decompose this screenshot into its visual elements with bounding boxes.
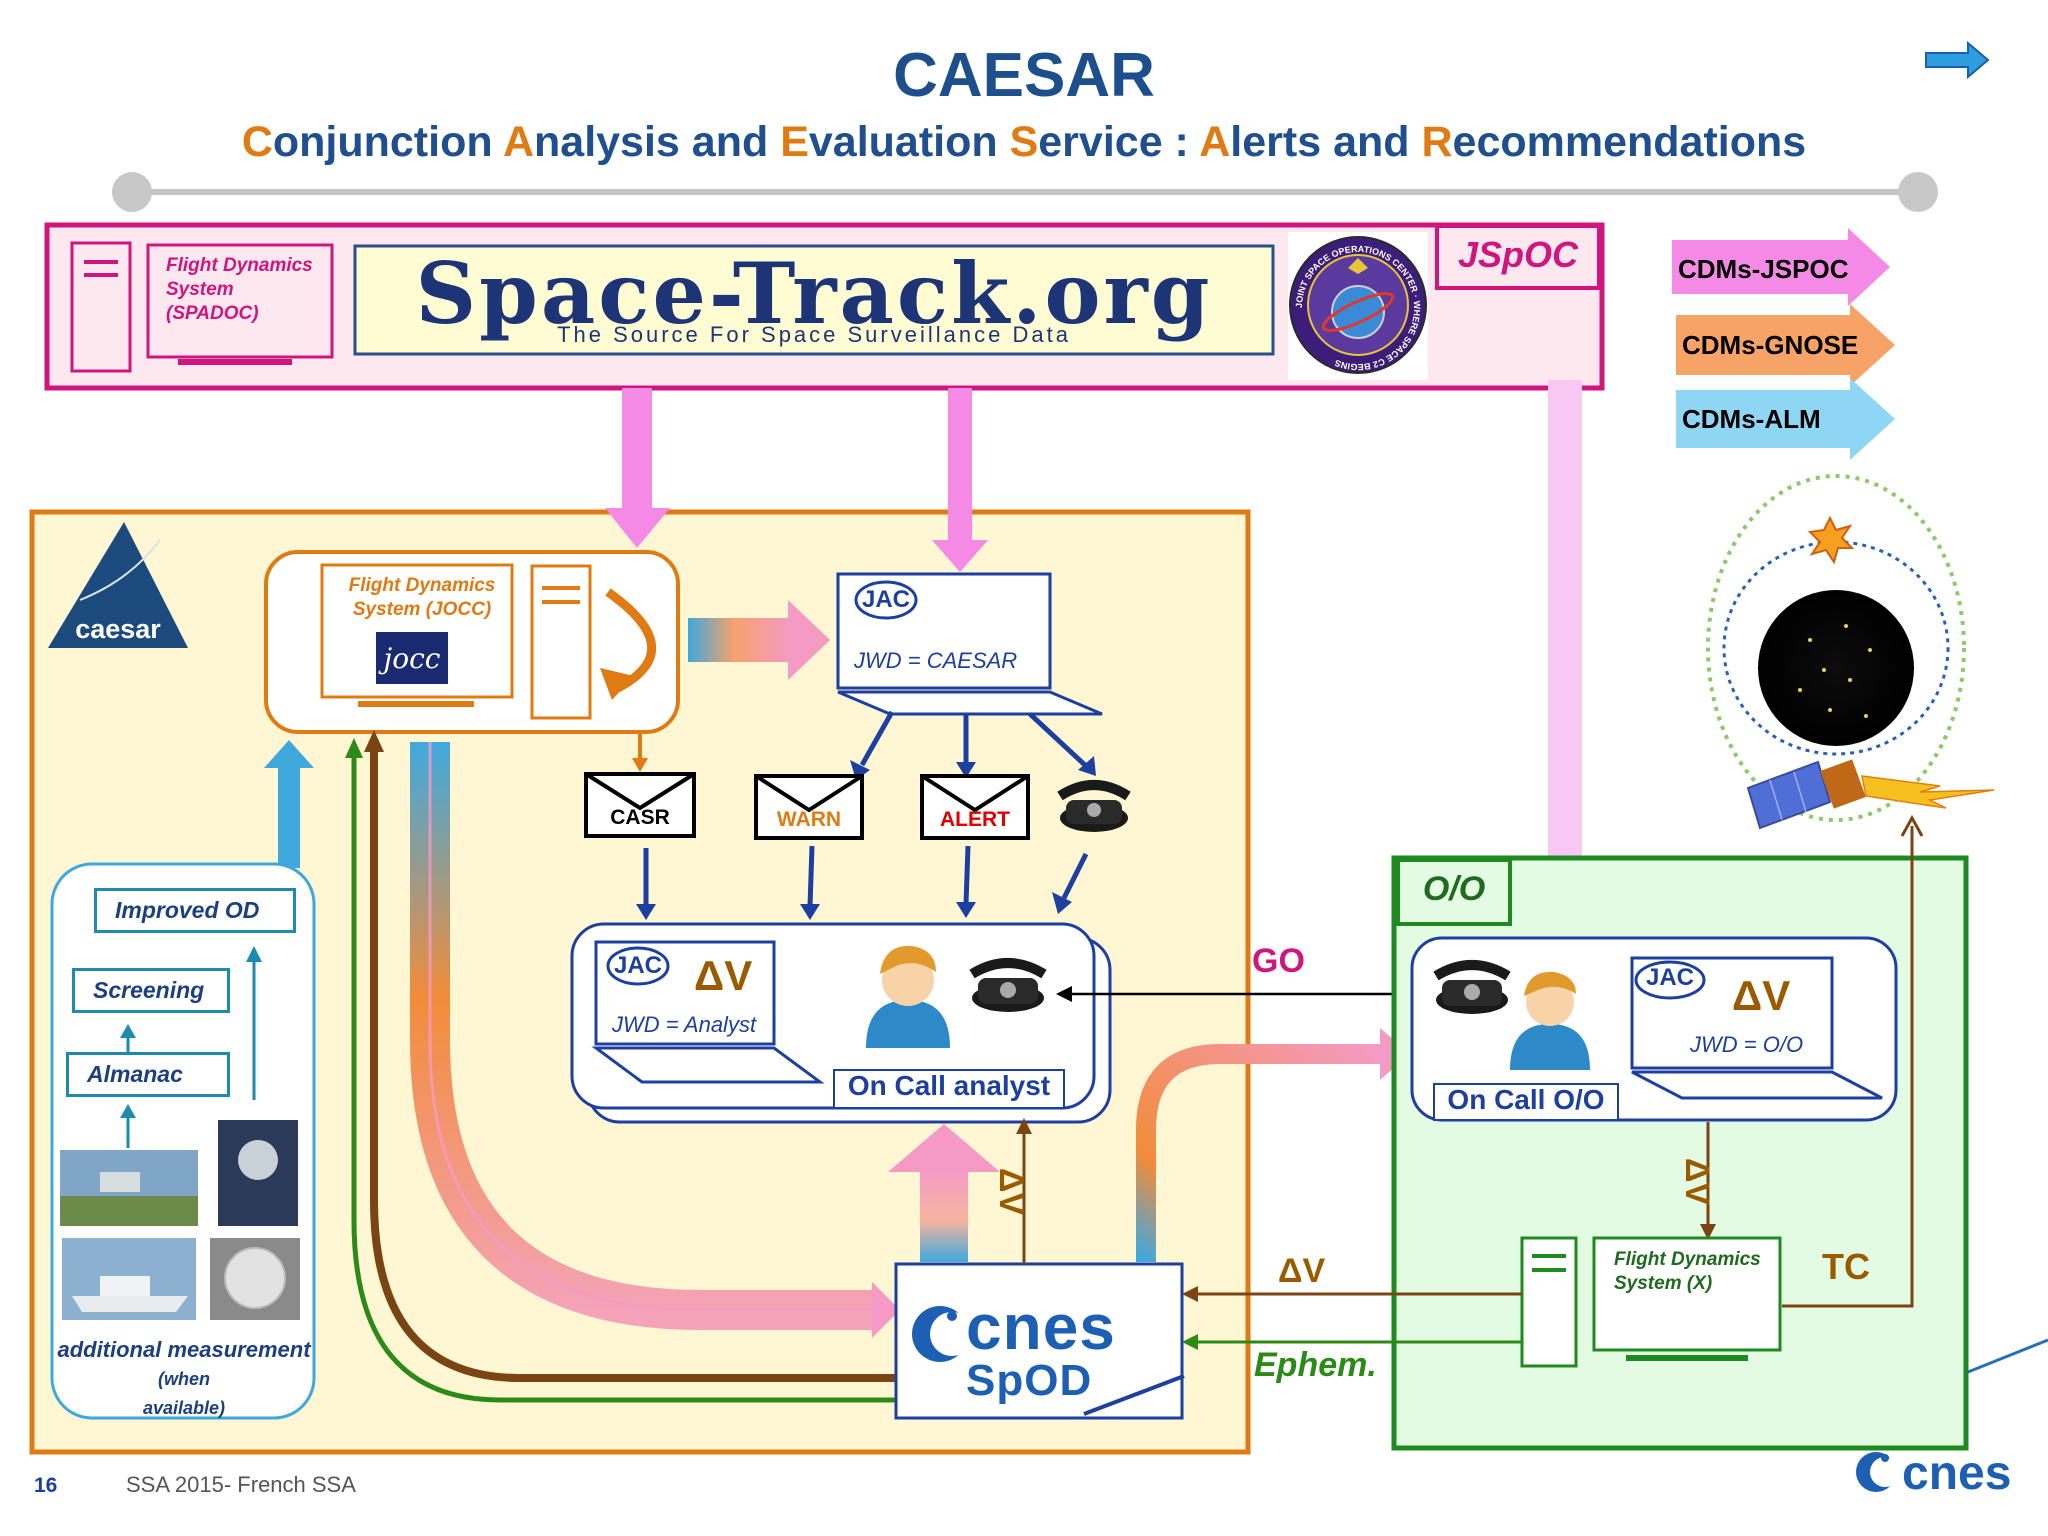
subtitle-initial: E [780, 118, 809, 166]
casr-envelope-icon [584, 772, 696, 838]
on-call-analyst-label-box [833, 1069, 1065, 1109]
oo-dv: ΔV [1732, 972, 1791, 1019]
subtitle-text: nalysis and [534, 118, 781, 166]
legend-label-gnose: CDMs-GNOSE [1682, 330, 1859, 360]
oo-label: O/O [1422, 870, 1486, 908]
space-track-tagline: The Source For Space Surveillance Data [557, 322, 1071, 347]
legend-arrow-gnose [1676, 304, 1895, 386]
page-number: 16 [34, 1474, 58, 1497]
fds-x-monitor-icon [1592, 1236, 1782, 1352]
measurement-caption-main: additional measurement [57, 1337, 311, 1362]
warn-envelope-icon [754, 774, 864, 840]
jocc-logo-text: jocc [383, 642, 441, 675]
jocc-server-icon [530, 564, 592, 720]
footer-cnes-logo-icon [1856, 1452, 1900, 1492]
legend-arrow-alm [1676, 378, 1895, 460]
tc-label: TC [1822, 1246, 1870, 1287]
jac-badge-oo [1634, 960, 1706, 1000]
dv-link-label: ΔV [1278, 1252, 1326, 1290]
analyst-dv: ΔV [694, 952, 753, 999]
step-almanac: Almanac [66, 1052, 230, 1097]
go-label: GO [1252, 942, 1305, 980]
subtitle-initial: C [241, 118, 273, 166]
additional-measurement-caption: additional measurement (when available) [56, 1336, 312, 1422]
seal-text-path: JOINT SPACE OPERATIONS CENTER · WHERE SP… [1294, 244, 1422, 372]
footer-text: SSA 2015- French SSA [126, 1472, 356, 1497]
spadoc-monitor-icon [146, 243, 334, 359]
cnes-spod-logo-icon [912, 1306, 974, 1362]
jac-top-caption: JWD = CAESAR [854, 648, 1018, 673]
debris-explosion-icon [1807, 515, 1855, 565]
oo-jac-caption: JWD = O/O [1690, 1032, 1804, 1057]
subtitle-initial: A [1199, 118, 1231, 166]
jspoc-label: JSpOC [1457, 234, 1579, 275]
oo-label-box [1396, 858, 1512, 926]
ephem-label: Ephem. [1254, 1346, 1377, 1384]
step-screening: Screening [72, 968, 230, 1013]
oo-dv-vertical: ΔV [1678, 1158, 1716, 1206]
jspoc-label-box [1435, 224, 1601, 290]
phone-icon-analyst [969, 958, 1047, 1012]
fds-x-label: Flight Dynamics System (X) [1614, 1249, 1761, 1294]
footer-cnes-wordmark: cnes [1902, 1447, 2012, 1500]
earth-orbit-illustration [1706, 474, 1995, 830]
jac-oo-badge: JAC [1645, 964, 1694, 991]
oo-person-icon [1510, 971, 1590, 1070]
warn-label: WARN [776, 808, 842, 831]
subtitle-text: valuation [808, 118, 1010, 166]
analyst-caption: JWD = Analyst [612, 1012, 757, 1037]
spadoc-server-icon [70, 241, 132, 373]
on-call-analyst-label: On Call analyst [847, 1070, 1051, 1101]
loop-arrow-icon [600, 668, 634, 700]
analyst-person-icon [866, 945, 950, 1048]
fds-x-server-icon [1520, 1236, 1578, 1368]
legend-arrow-jspoc [1672, 228, 1890, 306]
measurement-caption-available: available) [142, 1398, 226, 1418]
caesar-logo-text: caesar [75, 614, 161, 644]
subtitle-text: ervice : [1038, 118, 1200, 166]
on-call-oo-label: On Call O/O [1447, 1084, 1605, 1115]
jocc-logo-icon [376, 632, 448, 684]
alert-envelope-icon [920, 774, 1030, 840]
subtitle-initial: R [1421, 118, 1453, 166]
earth-icon [1758, 590, 1914, 746]
caesar-logo-icon [48, 522, 188, 648]
casr-label: CASR [610, 806, 670, 829]
alert-label: ALERT [940, 808, 1010, 831]
subtitle-initial: A [502, 118, 535, 166]
next-slide-arrow-icon[interactable] [1922, 40, 1992, 80]
phone-icon-oo [1433, 960, 1511, 1014]
on-call-oo-label-box [1433, 1083, 1619, 1121]
jspoc-seal-text: JOINT SPACE OPERATIONS CENTER · WHERE SP… [1290, 236, 1426, 376]
spod-brand: cnes [966, 1291, 1116, 1363]
phone-icon-top [1057, 780, 1131, 832]
jac-badge-analyst [606, 946, 670, 986]
spod-dv-vertical: ΔV [992, 1168, 1030, 1216]
jac-analyst-badge: JAC [613, 952, 662, 979]
measurement-caption-when: (when [158, 1369, 210, 1389]
subtitle-text: lerts and [1230, 118, 1422, 166]
subtitle-text: onjunction [272, 118, 503, 166]
satellite-icon [1746, 759, 1995, 830]
legend-label-alm: CDMs-ALM [1682, 404, 1821, 434]
jac-badge-top [854, 580, 918, 620]
step-improved-od: Improved OD [94, 888, 296, 933]
legend-label-jspoc: CDMs-JSPOC [1678, 254, 1849, 284]
page-title: CAESAR [893, 41, 1155, 110]
subtitle-initial: S [1009, 118, 1039, 166]
jocc-fds-label: Flight Dynamics System (JOCC) [348, 575, 496, 620]
space-track-banner [353, 244, 1275, 356]
space-track-title[interactable]: Space-Track.org [415, 244, 1213, 343]
page-subtitle: Conjunction Analysis and Evaluation Serv… [0, 118, 2048, 167]
header-divider [112, 172, 1938, 212]
svg-text:JOINT SPACE OPERATIONS CENTER: JOINT SPACE OPERATIONS CENTER · WHERE SP… [1294, 244, 1422, 372]
spod-service: SpOD [966, 1356, 1093, 1405]
jac-top-badge: JAC [861, 586, 910, 613]
spadoc-fds-label: Flight Dynamics System (SPADOC) [166, 255, 313, 324]
subtitle-text: ecommendations [1452, 118, 1807, 166]
